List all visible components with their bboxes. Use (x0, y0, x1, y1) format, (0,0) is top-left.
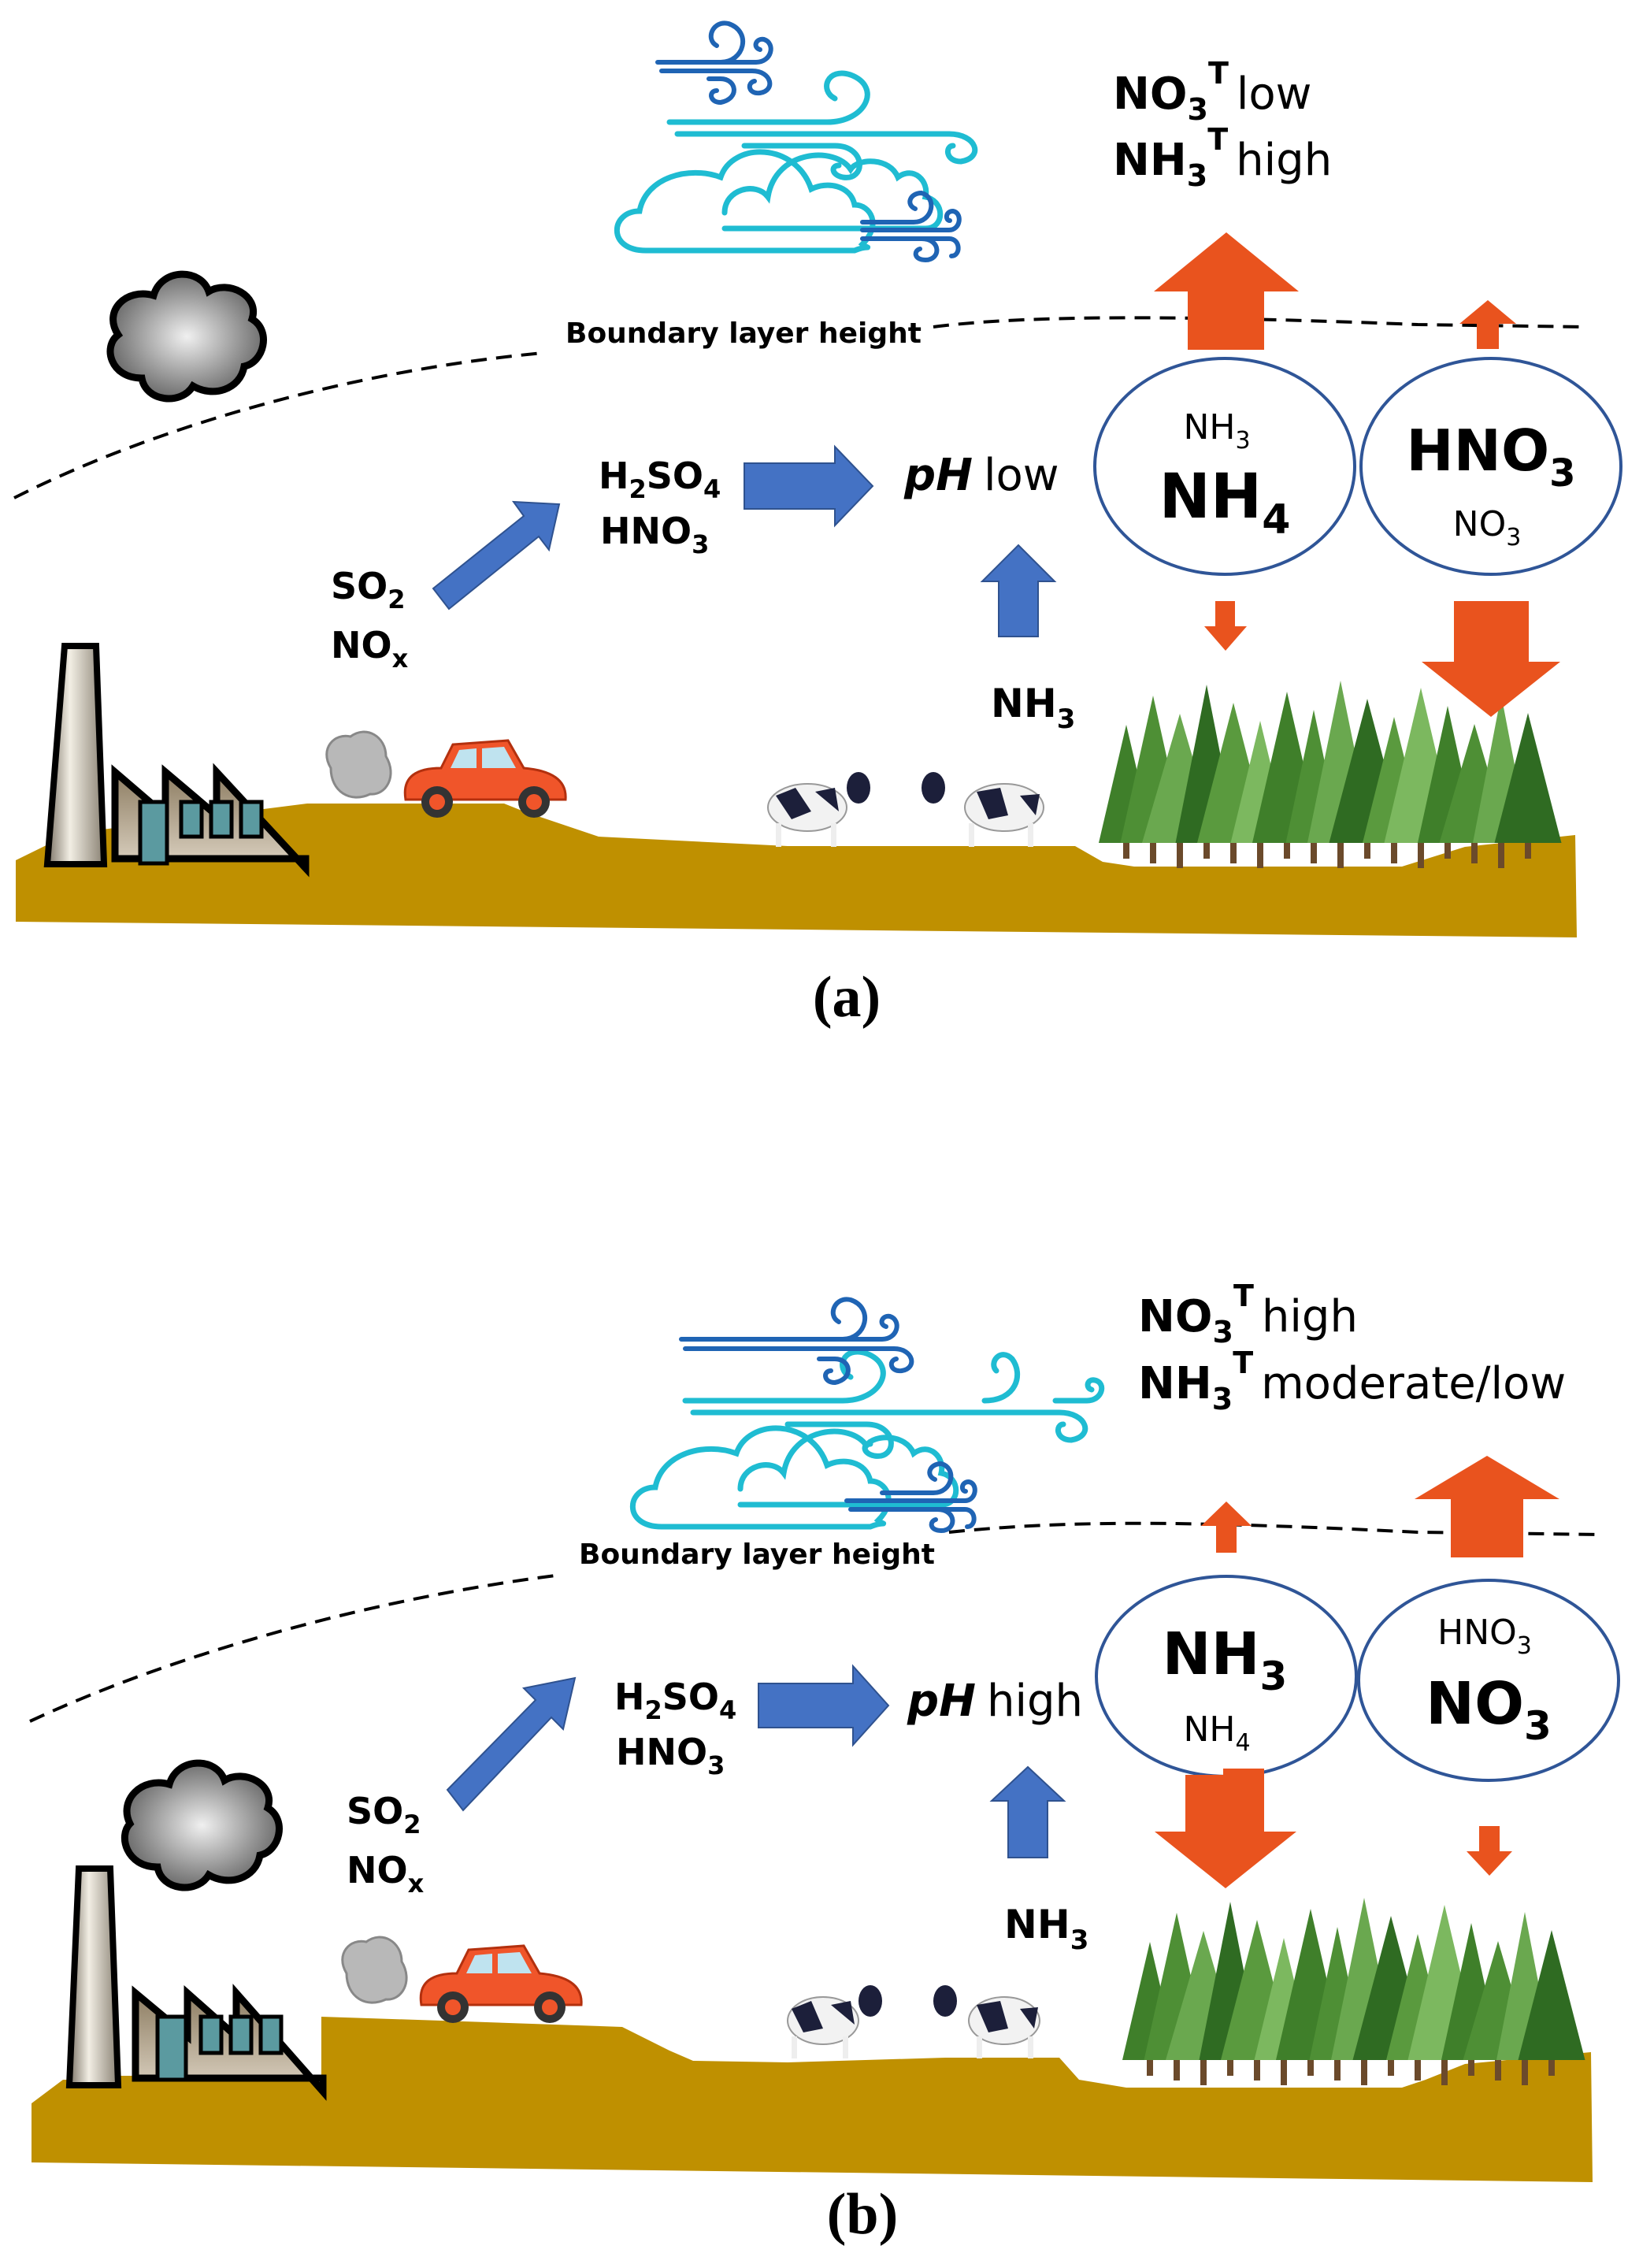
nitrate-upward-flux-arrow (1415, 1456, 1559, 1557)
tree-trunk (1418, 843, 1424, 868)
tree-trunk (1257, 843, 1263, 868)
tree-trunk (1311, 843, 1317, 863)
ground (16, 804, 1577, 937)
panel-b-caption: (b) (827, 2182, 898, 2247)
ammonium-circle-major: NH4 (1159, 462, 1291, 544)
ammonium-downward-flux-arrow (1155, 1769, 1296, 1888)
emission-nox: NOx (347, 1849, 425, 1899)
tree-trunk (1468, 2060, 1474, 2076)
forest-icon (1099, 681, 1562, 868)
ammonia-emission-arrow (980, 544, 1057, 637)
oxidation-arrow (432, 500, 561, 611)
nitric-circle (1357, 1579, 1620, 1782)
boundary-layer-line (13, 351, 544, 499)
emission-nox: NOx (331, 624, 409, 674)
ammonium-circle (1093, 357, 1356, 576)
panel-a-caption: (a) (813, 965, 881, 1030)
cow-icon (922, 772, 1044, 847)
ammonia-circle-minor: NH4 (1183, 1709, 1250, 1757)
tree-trunk (1471, 843, 1478, 863)
tree-trunk (1230, 843, 1237, 863)
tree-trunk (1123, 843, 1129, 859)
nitric-circle-minor: HNO3 (1437, 1613, 1532, 1660)
acidity-arrow (744, 444, 874, 528)
tree-trunk (1444, 843, 1451, 859)
nitrate-upward-flux-arrow (1459, 300, 1516, 349)
tree-icon (1494, 713, 1562, 843)
acid-h2so4: H2SO4 (614, 1676, 736, 1725)
ammonium-downward-flux-arrow (1204, 601, 1247, 651)
ammonium-upward-flux-arrow (1201, 1501, 1252, 1553)
tree-trunk (1391, 843, 1397, 863)
tree-trunk (1388, 2060, 1394, 2076)
tree-trunk (1498, 843, 1504, 868)
tree-trunk (1337, 843, 1344, 868)
acid-h2so4: H2SO4 (599, 455, 721, 504)
factory-icon (43, 270, 310, 878)
boundary-layer-line (29, 1574, 556, 1723)
wind-clouds-icon (614, 20, 978, 263)
acid-hno3: HNO3 (600, 510, 709, 559)
tree-trunk (1307, 2060, 1314, 2076)
tree-trunk (1177, 843, 1183, 868)
boundary-layer-label: Boundary layer height (566, 317, 922, 350)
ammonia-emission-arrow (989, 1765, 1066, 1858)
boundary-layer-line-right (933, 316, 1588, 329)
ammonium-circle-minor: NH3 (1183, 407, 1250, 455)
boundary-layer-line-right (948, 1521, 1604, 1536)
nitrate-downward-flux-arrow (1422, 601, 1560, 717)
tree-trunk (1495, 2060, 1501, 2081)
ammonium-upward-flux-arrow (1154, 232, 1299, 350)
tree-trunk (1415, 2060, 1421, 2081)
tree-trunk (1200, 2060, 1207, 2085)
tree-trunk (1361, 2060, 1367, 2085)
ammonia-source-label: NH3 (991, 681, 1075, 735)
tree-trunk (1548, 2060, 1555, 2076)
tree-trunk (1522, 2060, 1528, 2085)
ammonia-circle-major: NH3 (1163, 1620, 1288, 1699)
cow-icon (787, 1985, 882, 2058)
nitrate-circle-minor: NO3 (1453, 504, 1522, 551)
nitrate-circle (1359, 357, 1622, 576)
boundary-layer-label: Boundary layer height (579, 1539, 935, 1571)
tree-icon (1518, 1930, 1585, 2060)
cow-icon (933, 1985, 1040, 2058)
tree-trunk (1174, 2060, 1180, 2081)
tree-trunk (1150, 843, 1156, 863)
emission-so2: SO2 (331, 565, 406, 614)
nitrate-downward-flux-arrow (1467, 1826, 1512, 1876)
tree-trunk (1281, 2060, 1287, 2085)
car-icon (341, 1936, 583, 2023)
ground (32, 2017, 1593, 2182)
wind-clouds-icon (629, 1297, 1105, 1534)
nitric-circle-major: NO3 (1426, 1670, 1552, 1749)
tree-trunk (1203, 843, 1210, 859)
acid-hno3: HNO3 (616, 1731, 725, 1780)
tree-trunk (1147, 2060, 1153, 2076)
emission-so2: SO2 (347, 1790, 421, 1839)
oxidation-arrow (446, 1676, 577, 1812)
tree-trunk (1284, 843, 1290, 859)
tree-trunk (1254, 2060, 1260, 2081)
factory-icon (65, 1759, 327, 2101)
forest-icon (1122, 1898, 1585, 2085)
nitrate-circle-major: HNO3 (1406, 418, 1575, 496)
cow-icon (767, 772, 870, 847)
tree-trunk (1364, 843, 1370, 859)
tree-trunk (1227, 2060, 1233, 2076)
ammonia-source-label: NH3 (1004, 1902, 1088, 1956)
tree-trunk (1334, 2060, 1341, 2081)
car-icon (325, 730, 567, 818)
acidity-arrow (758, 1664, 890, 1747)
tree-trunk (1441, 2060, 1448, 2085)
tree-trunk (1525, 843, 1531, 859)
